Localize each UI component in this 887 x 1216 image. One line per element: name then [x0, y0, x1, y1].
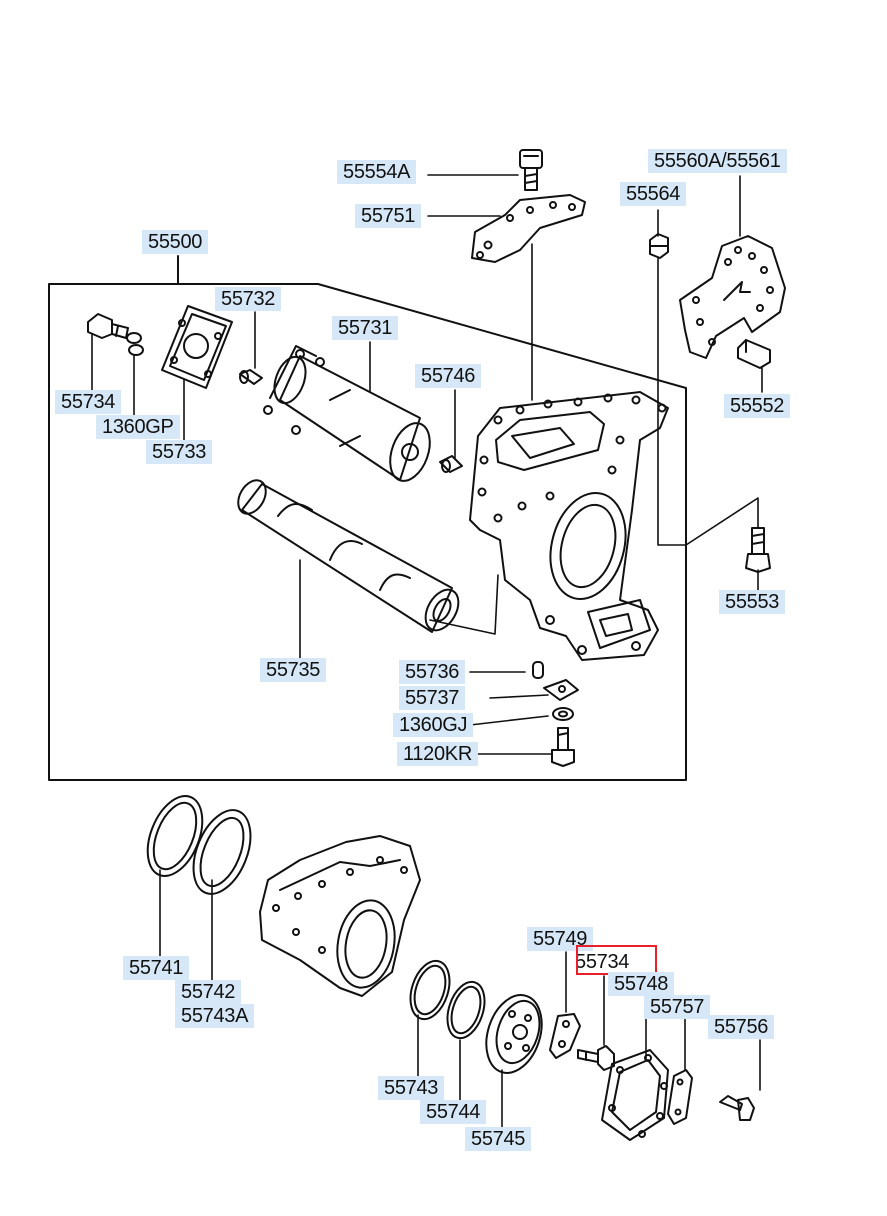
plate-55757 [667, 1069, 693, 1125]
callout-55744[interactable]: 55744 [420, 1100, 487, 1124]
shaft-55735 [237, 479, 460, 633]
callout-55745[interactable]: 55745 [465, 1127, 532, 1151]
callout-1360GJ[interactable]: 1360GJ [393, 713, 474, 737]
seal-plate-55733 [161, 305, 233, 389]
callout-55749[interactable]: 55749 [527, 927, 594, 951]
ring-55742 [192, 809, 252, 895]
highlight-box [576, 945, 657, 975]
callout-55553[interactable]: 55553 [719, 590, 786, 614]
callout-55733[interactable]: 55733 [146, 440, 213, 464]
nut-55564 [649, 233, 669, 259]
callout-55554A[interactable]: 55554A [337, 160, 417, 184]
leader-lines [91, 174, 763, 1129]
housing-lower [259, 835, 421, 997]
callout-55743[interactable]: 55743 [378, 1076, 445, 1100]
bolt-55756 [719, 1095, 755, 1121]
bolt-55734-lower [577, 1045, 615, 1071]
pin-55732 [239, 369, 263, 385]
callout-55560A-55561[interactable]: 55560A/55561 [648, 149, 787, 173]
callout-55741[interactable]: 55741 [123, 956, 190, 980]
callout-55751[interactable]: 55751 [355, 204, 422, 228]
callout-1120KR[interactable]: 1120KR [397, 742, 478, 766]
callout-55735[interactable]: 55735 [260, 658, 327, 682]
assembly-frame [48, 255, 687, 781]
callout-55748[interactable]: 55748 [608, 972, 675, 996]
cylinder-55731 [263, 345, 431, 482]
callout-55737[interactable]: 55737 [399, 686, 466, 710]
callout-55756[interactable]: 55756 [708, 1015, 775, 1039]
callout-55734-lower[interactable]: 55734 [575, 951, 630, 973]
pin-55746 [439, 455, 463, 473]
bolt-55553 [745, 527, 771, 573]
callout-55731[interactable]: 55731 [332, 316, 399, 340]
callout-55743A[interactable]: 55743A [175, 1004, 255, 1028]
bolt-1120KR [551, 727, 575, 767]
bracket-55751 [471, 194, 586, 263]
bolt-55734-upper [87, 313, 129, 339]
callout-55564[interactable]: 55564 [620, 182, 687, 206]
callout-55742[interactable]: 55742 [175, 980, 242, 1004]
cover-55745 [485, 994, 543, 1074]
washer-1360GP [126, 332, 144, 356]
cap-55748 [601, 1049, 669, 1141]
pin-55736 [532, 661, 544, 679]
bolt-55552 [737, 339, 771, 369]
callout-55500[interactable]: 55500 [142, 230, 209, 254]
bolt-55554A [519, 149, 543, 191]
callout-1360GP[interactable]: 1360GP [96, 415, 180, 439]
washer-1360GJ [552, 707, 574, 721]
callout-55552[interactable]: 55552 [724, 394, 791, 418]
callout-55734-upper[interactable]: 55734 [55, 390, 122, 414]
callout-55757[interactable]: 55757 [644, 995, 711, 1019]
plate-55749 [549, 1013, 581, 1059]
ring-55743 [409, 959, 451, 1021]
ring-55744 [446, 980, 486, 1040]
housing-main [469, 391, 669, 661]
callout-55732[interactable]: 55732 [215, 287, 282, 311]
mount-55560A [679, 235, 786, 359]
lock-plate-55737 [543, 679, 579, 701]
callout-55736[interactable]: 55736 [399, 660, 466, 684]
callout-55746[interactable]: 55746 [415, 364, 482, 388]
